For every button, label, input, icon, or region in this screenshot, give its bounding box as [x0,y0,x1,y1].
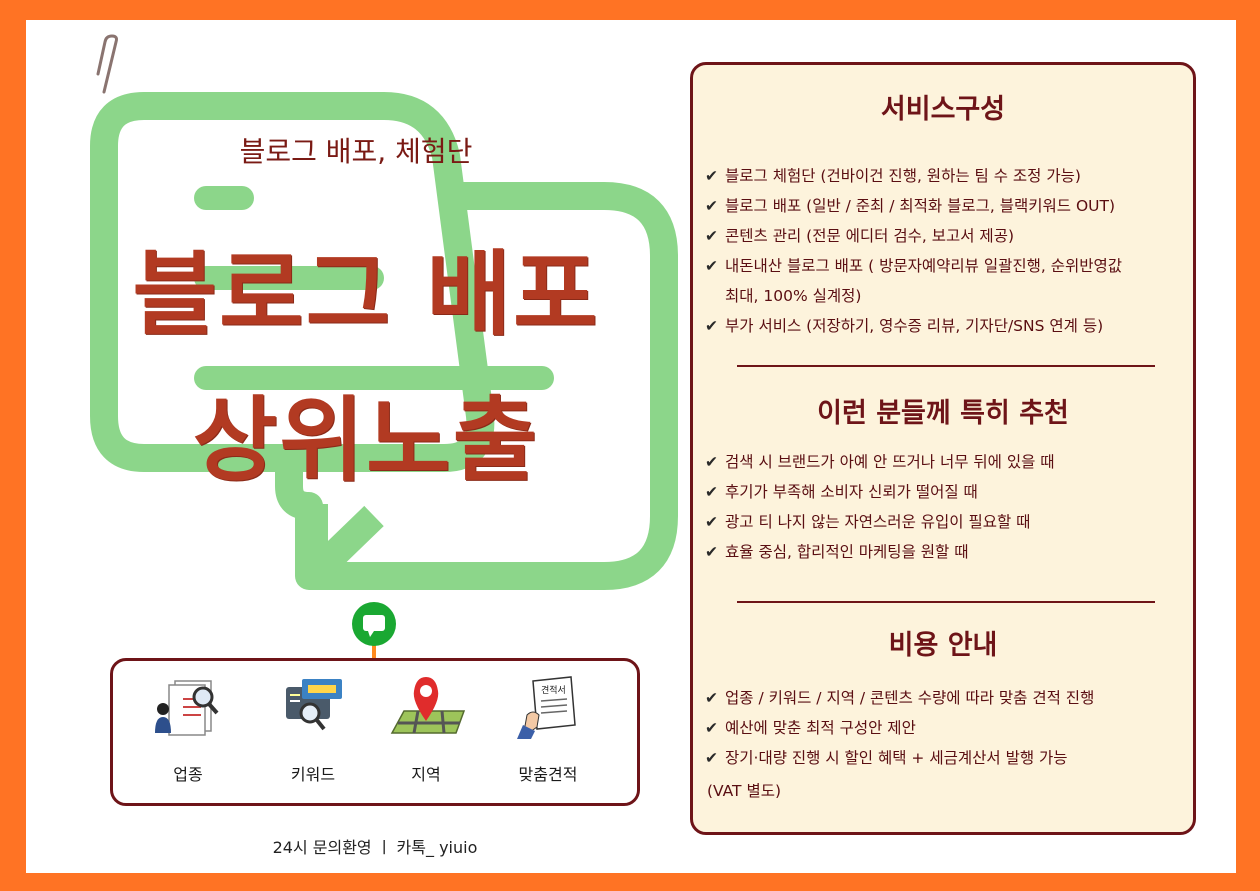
category-label: 맞춤견적 [518,765,578,784]
list-item: ✔블로그 체험단 (건바이건 진행, 원하는 팀 수 조정 가능) [705,161,1191,191]
keyword-screen-icon [286,679,342,731]
subtitle: 블로그 배포, 체험단 [239,135,473,168]
list-item: ✔효율 중심, 합리적인 마케팅을 원할 때 [705,537,1191,567]
category-label: 업종 [173,765,203,784]
check-icon: ✔ [705,749,718,767]
list-item-continuation: 최대, 100% 실계정) [725,287,862,305]
category-region: 지역 [371,675,481,785]
list-item: ✔후기가 부족해 소비자 신뢰가 떨어질 때 [705,477,1191,507]
headline-line2: 상위노출 [192,387,540,494]
services-title: 서비스구성 [880,94,1006,125]
pricing-title: 비용 안내 [888,630,998,661]
check-icon: ✔ [705,227,718,245]
divider [737,365,1155,367]
list-item: ✔장기·대량 진행 시 할인 혜택 + 세금계산서 발행 가능 [705,743,1191,773]
category-keyword: 키워드 [258,675,368,785]
documents-magnifier-icon [155,680,219,736]
check-icon: ✔ [705,197,718,215]
list-item: ✔부가 서비스 (저장하기, 영수증 리뷰, 기자단/SNS 연계 등) [705,311,1191,341]
check-icon: ✔ [705,689,718,707]
list-item: ✔검색 시 브랜드가 아예 안 뜨거나 너무 뒤에 있을 때 [705,447,1191,477]
category-label: 지역 [411,765,441,784]
category-estimate: 견적서 맞춤견적 [493,675,603,785]
list-item: ✔광고 티 나지 않는 자연스러운 유입이 필요할 때 [705,507,1191,537]
list-item: ✔업종 / 키워드 / 지역 / 콘텐츠 수량에 따라 맞춤 견적 진행 [705,683,1191,713]
list-item: ✔콘텐츠 관리 (전문 에디터 검수, 보고서 제공) [705,221,1191,251]
info-panel: 서비스구성 ✔블로그 체험단 (건바이건 진행, 원하는 팀 수 조정 가능) … [690,62,1196,835]
contact-info: 24시 문의환영 ㅣ 카톡_ yiuio [272,838,478,857]
estimate-tag: 견적서 [541,684,566,696]
paperclip-icon [96,34,118,94]
check-icon: ✔ [705,167,718,185]
category-industry: 업종 [133,675,243,785]
check-icon: ✔ [705,317,718,335]
recommend-list: ✔검색 시 브랜드가 아예 안 뜨거나 너무 뒤에 있을 때 ✔후기가 부족해 … [705,447,1191,567]
check-icon: ✔ [705,483,718,501]
recommend-title: 이런 분들께 특히 추천 [817,398,1069,429]
check-icon: ✔ [705,543,718,561]
speech-bubbles-graphic [90,92,678,590]
list-item: ✔예산에 맞춘 최적 구성안 제안 [705,713,1191,743]
list-item: ✔블로그 배포 (일반 / 준최 / 최적화 블로그, 블랙키워드 OUT) [705,191,1191,221]
category-label: 키워드 [290,765,336,784]
pricing-list: ✔업종 / 키워드 / 지역 / 콘텐츠 수량에 따라 맞춤 견적 진행 ✔예산… [705,683,1191,773]
check-icon: ✔ [705,513,718,531]
divider [737,601,1155,603]
check-icon: ✔ [705,257,718,275]
check-icon: ✔ [705,453,718,471]
headline-line1: 블로그 배포 [132,241,600,348]
list-item: ✔내돈내산 블로그 배포 ( 방문자예약리뷰 일괄진행, 순위반영값 [705,251,1191,281]
vat-note: (VAT 별도) [707,782,782,800]
category-box: 업종 키워드 지역 [110,658,640,806]
check-icon: ✔ [705,719,718,737]
map-pin-icon [390,677,466,734]
estimate-paper-icon: 견적서 [517,676,576,739]
services-list: ✔블로그 체험단 (건바이건 진행, 원하는 팀 수 조정 가능) ✔블로그 배… [705,161,1191,341]
